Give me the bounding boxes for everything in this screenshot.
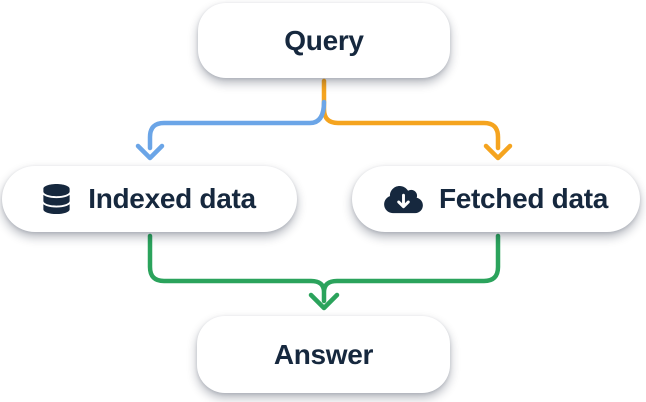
edge-query-to-indexed-arrow: [135, 99, 327, 161]
node-answer-label: Answer: [273, 338, 374, 370]
edge-query-to-fetched-arrow: [321, 78, 513, 161]
node-fetched-data: Fetched data: [352, 166, 640, 232]
node-query: Query: [198, 3, 450, 78]
node-query-label: Query: [284, 24, 364, 56]
cloud-download-icon: [384, 184, 423, 215]
node-indexed-data: Indexed data: [2, 166, 297, 232]
database-icon: [43, 184, 70, 214]
node-fetched-data-label: Fetched data: [438, 183, 609, 214]
edge-indexed-fetched-to-answer-arrow: [147, 233, 501, 311]
node-answer: Answer: [197, 316, 450, 393]
node-indexed-data-label: Indexed data: [88, 183, 256, 214]
